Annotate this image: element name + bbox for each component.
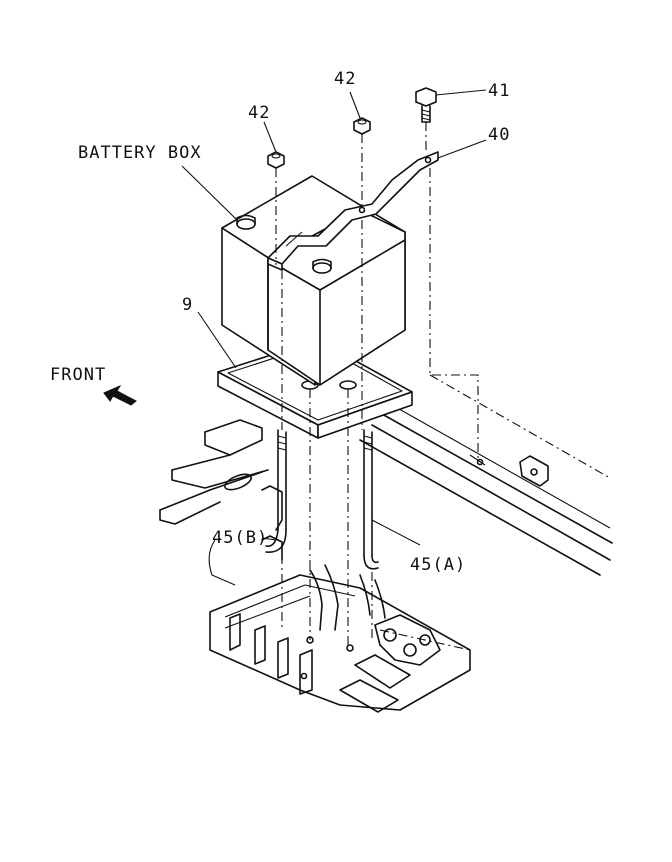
leader-lines [181, 89, 487, 546]
nut-right [353, 117, 371, 135]
hook-bolt-a [363, 429, 379, 570]
label-part-40: 40 [488, 125, 510, 145]
label-front: FRONT [50, 365, 106, 385]
floor-panel [209, 564, 471, 713]
nut-left [267, 151, 285, 169]
label-part-45b: 45(B) [212, 528, 268, 548]
assembly-centerlines [275, 122, 479, 648]
label-part-45a: 45(A) [410, 555, 466, 575]
label-part-42-left: 42 [248, 103, 270, 123]
front-arrow-icon [103, 384, 137, 406]
callout-labels: BATTERY BOX FRONT 9 42 42 41 40 45(A) 45… [50, 69, 510, 575]
chassis-frame [159, 374, 613, 586]
label-battery-box: BATTERY BOX [78, 143, 202, 163]
label-part-9: 9 [182, 295, 193, 315]
hook-bolt-b [265, 429, 287, 553]
label-part-41: 41 [488, 81, 510, 101]
bolt [415, 87, 437, 123]
label-part-42-right: 42 [334, 69, 356, 89]
